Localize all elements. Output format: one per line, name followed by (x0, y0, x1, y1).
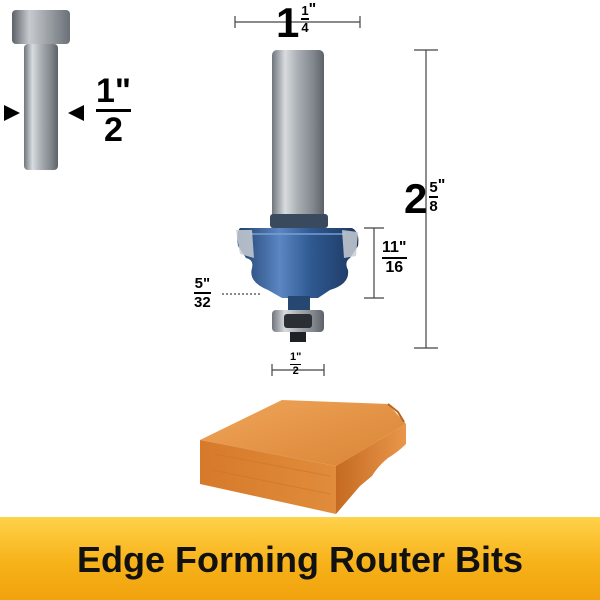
overall-length-numerator: 5 (429, 179, 438, 196)
product-title: Edge Forming Router Bits (76, 539, 523, 580)
shank-diameter-denominator: 2 (104, 111, 123, 149)
cutting-length-unit: " (398, 239, 407, 256)
router-bit (236, 50, 359, 342)
cutting-length-denominator: 16 (385, 258, 404, 276)
cutting-diameter-dimension-line (234, 16, 361, 28)
overall-length-dimension-line (414, 49, 438, 349)
cutting-diameter-label: 1 1 4 " (276, 2, 316, 44)
cutting-length-numerator: 11 (382, 239, 399, 256)
bearing-diameter-denominator: 2 (292, 365, 299, 377)
radius-denominator: 32 (194, 293, 211, 311)
cutting-diameter-numerator: 1 (301, 3, 309, 18)
shank-diameter-numerator: 1" (96, 72, 132, 110)
cutting-length-label: 11" 16 (382, 240, 407, 276)
shank-icon (4, 10, 84, 170)
bearing-diameter-dimension-line (271, 364, 325, 376)
title-banner: Edge Forming Router Bits (0, 517, 600, 600)
radius-numerator: 5 (194, 275, 203, 292)
bearing-diameter-label: 1" 2 (290, 351, 302, 377)
cutting-diameter-denominator: 4 (301, 19, 309, 35)
cutting-length-dimension-line (364, 227, 384, 299)
bearing-diameter-unit: " (296, 351, 302, 363)
overall-length-denominator: 8 (429, 197, 438, 215)
radius-label: 5" 32 (194, 276, 211, 310)
radius-unit: " (202, 275, 211, 292)
overall-length-whole: 2 (404, 175, 428, 222)
cutting-diameter-unit: " (308, 1, 317, 18)
shank-diameter-label: 1" 2 (96, 72, 132, 149)
wood-block-profile (200, 400, 406, 514)
overall-length-unit: " (437, 177, 446, 194)
overall-length-label: 2 5 8 " (404, 178, 445, 220)
bearing-diameter-numerator: 1 (290, 351, 297, 363)
cutting-diameter-whole: 1 (276, 0, 300, 46)
